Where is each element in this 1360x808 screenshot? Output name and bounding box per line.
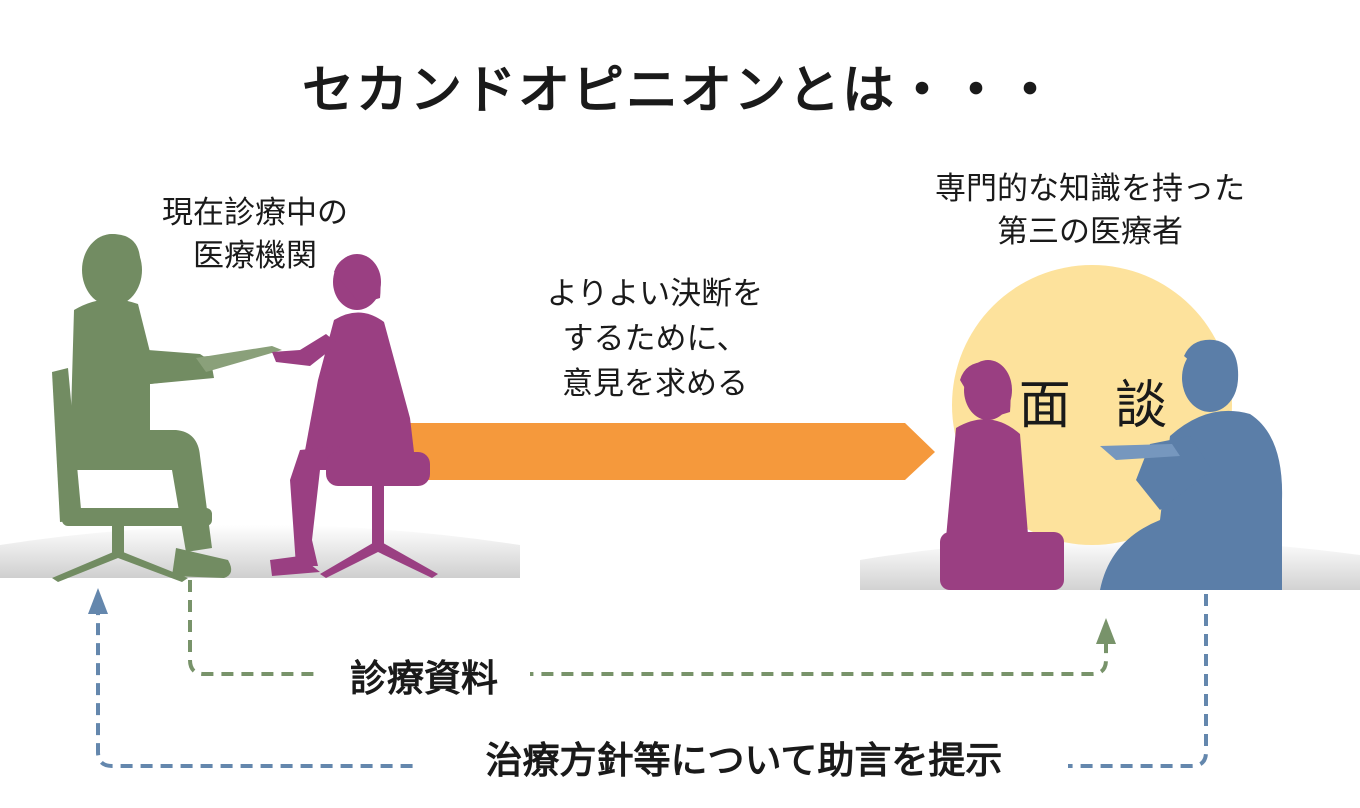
advice-arrowhead [88,588,108,614]
purpose-label: よりよい決断を するために、 意見を求める [500,272,810,407]
third-party-line2: 第三の医療者 [997,214,1183,250]
left-floor-shadow [0,525,520,578]
purpose-line1: よりよい決断を [546,276,764,312]
records-arrowhead [1096,618,1116,644]
current-institution-label: 現在診療中の 医療機関 [110,192,400,278]
medical-records-label: 診療資料 [318,648,530,702]
purple-patient-figure-right [940,360,1064,590]
diagram-title: セカンドオピニオンとは・・・ [301,61,1058,121]
third-party-label: 専門的な知識を持った 第三の医療者 [880,168,1300,254]
advice-label: 治療方針等について助言を提示 [420,730,1068,784]
current-institution-line2: 医療機関 [193,238,317,274]
third-party-line1: 専門的な知識を持った [935,171,1245,207]
current-institution-line1: 現在診療中の [162,195,348,231]
records-dashed-path [188,580,1108,676]
orange-arrow [410,423,935,480]
blue-doctor-figure [1100,339,1283,590]
purpose-line3: 意見を求める [562,366,748,402]
green-doctor-figure [52,234,282,582]
purple-patient-figure [270,254,438,578]
interview-label: 面 談 [1018,376,1182,436]
purpose-line2: するために、 [562,321,748,357]
